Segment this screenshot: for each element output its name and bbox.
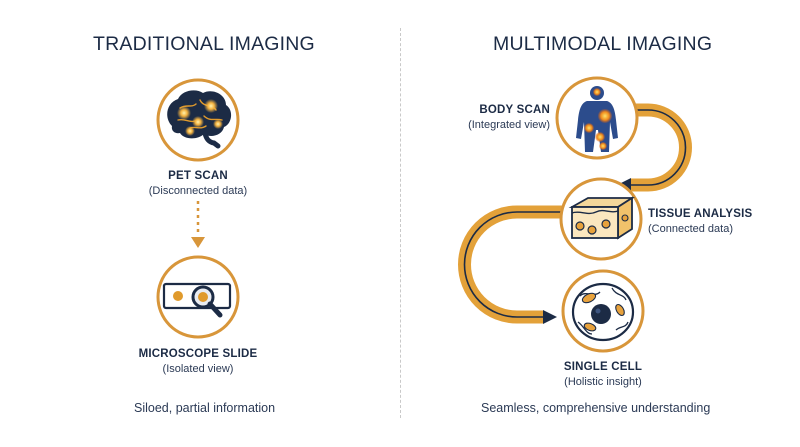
single-cell-subtitle: (Holistic insight)	[564, 376, 642, 388]
body-scan-label: BODY SCAN (Integrated view)	[430, 104, 550, 131]
single-cell-label: SINGLE CELL (Holistic insight)	[513, 361, 693, 388]
tissue-analysis-subtitle: (Connected data)	[648, 223, 733, 235]
tissue-icon	[568, 196, 636, 240]
microscope-slide-label: MICROSCOPE SLIDE (Isolated view)	[98, 348, 298, 375]
body-scan-subtitle: (Integrated view)	[468, 119, 550, 131]
tissue-analysis-node	[559, 177, 643, 261]
pet-scan-label: PET SCAN (Disconnected data)	[98, 170, 298, 197]
single-cell-node	[561, 269, 645, 353]
disconnected-arrow	[191, 201, 205, 248]
microscope-slide-title: MICROSCOPE SLIDE	[138, 348, 258, 360]
multimodal-footer: Seamless, comprehensive understanding	[481, 401, 711, 415]
cell-icon	[571, 282, 635, 342]
flow-arrow	[458, 103, 692, 324]
multimodal-imaging-title: MULTIMODAL IMAGING	[493, 33, 713, 55]
traditional-imaging-title: TRADITIONAL IMAGING	[93, 33, 315, 55]
body-scan-icon	[576, 86, 618, 152]
microscope-slide-node	[156, 255, 240, 339]
single-cell-title: SINGLE CELL	[563, 361, 643, 373]
tissue-analysis-label: TISSUE ANALYSIS (Connected data)	[648, 208, 788, 235]
traditional-footer: Siloed, partial information	[134, 401, 276, 415]
microscope-slide-subtitle: (Isolated view)	[162, 363, 234, 375]
pet-scan-subtitle: (Disconnected data)	[148, 185, 248, 197]
tissue-analysis-title: TISSUE ANALYSIS	[648, 208, 753, 220]
magnifier-slide-icon	[162, 282, 232, 318]
body-scan-title: BODY SCAN	[479, 104, 550, 116]
pet-scan-title: PET SCAN	[168, 170, 228, 182]
pet-scan-node	[156, 78, 240, 162]
brain-icon	[167, 90, 232, 149]
panel-divider	[400, 28, 401, 418]
body-scan-node	[555, 76, 639, 160]
